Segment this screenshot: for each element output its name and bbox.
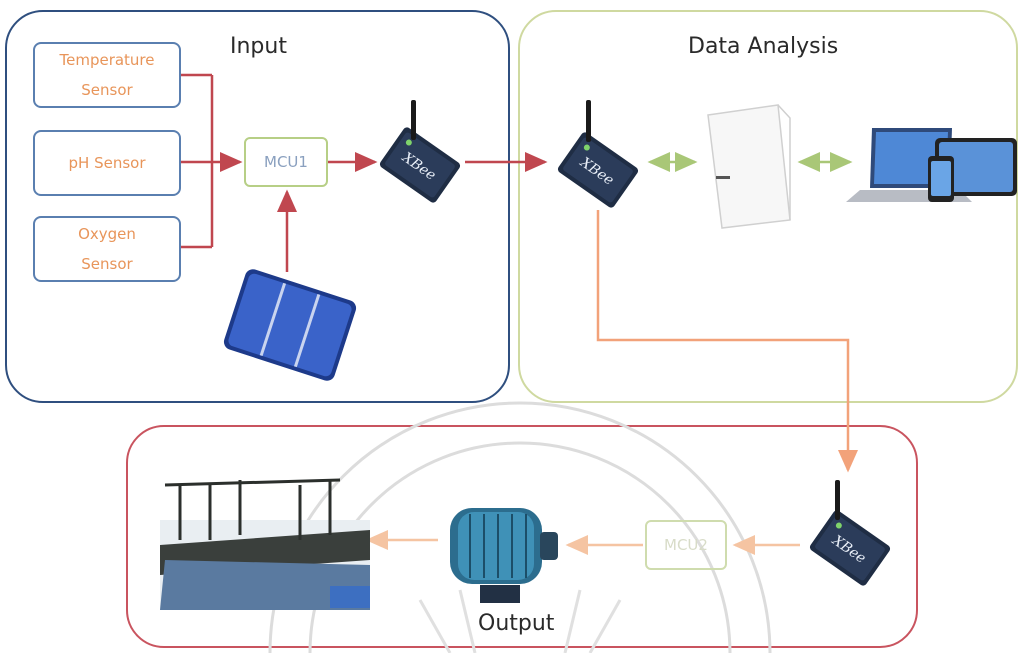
xbee-to-output-link — [596, 210, 858, 473]
phone-icon — [928, 156, 954, 202]
sensor-label-line2: Sensor — [81, 255, 133, 273]
sensor-label-line2: Sensor — [81, 81, 133, 99]
server-icon — [707, 104, 791, 229]
mcu2-label: MCU2 — [664, 536, 708, 554]
input-title: Input — [230, 34, 287, 59]
output-title: Output — [478, 611, 555, 636]
antenna-module-icon: XBee — [379, 127, 461, 203]
data-analysis-title: Data Analysis — [688, 34, 839, 59]
antenna-module-icon: XBee — [809, 510, 891, 586]
mcu1-label: MCU1 — [264, 153, 308, 171]
temperature-sensor-box: Temperature Sensor — [33, 42, 181, 108]
electric-motor-icon — [450, 508, 558, 603]
sensor-label-line1: Oxygen — [78, 225, 136, 243]
sensor-label-line1: Temperature — [59, 51, 155, 69]
antenna-icon — [411, 100, 416, 140]
mcu1-box: MCU1 — [244, 137, 328, 187]
solar-panel-icon — [223, 269, 357, 381]
ph-sensor-box: pH Sensor — [33, 130, 181, 196]
paddlewheel-aerator-icon — [160, 478, 370, 610]
sensor-label-line1: pH Sensor — [68, 154, 146, 172]
oxygen-sensor-box: Oxygen Sensor — [33, 216, 181, 282]
tablet-icon — [935, 138, 1017, 196]
antenna-icon — [835, 480, 840, 520]
sensor-bus-lines — [181, 73, 243, 249]
mcu2-box: MCU2 — [645, 520, 727, 570]
input-panel — [5, 10, 510, 403]
antenna-icon — [586, 100, 591, 142]
antenna-module-icon: XBee — [557, 132, 639, 208]
